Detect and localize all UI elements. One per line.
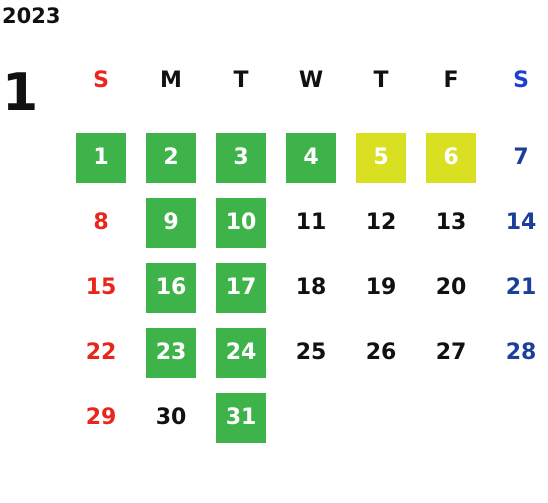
- calendar-day-7[interactable]: 7: [513, 145, 529, 170]
- calendar-cell: 7: [486, 125, 548, 190]
- calendar-cell: 11: [276, 190, 346, 255]
- calendar-cell: 15: [66, 255, 136, 320]
- calendar-day-2[interactable]: 2: [146, 132, 196, 183]
- calendar-day-3[interactable]: 3: [216, 132, 266, 183]
- calendar-day-18[interactable]: 18: [295, 275, 327, 300]
- calendar-cell: 12: [346, 190, 416, 255]
- calendar-cell: [346, 385, 416, 450]
- calendar-day-25[interactable]: 25: [295, 340, 327, 365]
- calendar-cell: 28: [486, 320, 548, 385]
- calendar-day-28[interactable]: 28: [505, 340, 537, 365]
- calendar-cell: 31: [206, 385, 276, 450]
- calendar-cell: 20: [416, 255, 486, 320]
- calendar-day-empty: [496, 393, 546, 443]
- weekday-header-wed: W: [298, 67, 324, 93]
- calendar-cell: 5: [346, 125, 416, 190]
- calendar-cell: 1: [66, 125, 136, 190]
- calendar-cell: 22: [66, 320, 136, 385]
- calendar-day-6[interactable]: 6: [426, 132, 476, 183]
- calendar-day-27[interactable]: 27: [435, 340, 467, 365]
- calendar-cell: 4: [276, 125, 346, 190]
- calendar-cell: 13: [416, 190, 486, 255]
- calendar-day-21[interactable]: 21: [505, 275, 537, 300]
- calendar-day-31[interactable]: 31: [216, 392, 266, 443]
- calendar-day-9[interactable]: 9: [146, 197, 196, 248]
- weekday-header-sat: S: [513, 67, 529, 93]
- calendar-day-29[interactable]: 29: [85, 405, 117, 430]
- calendar-cell: 29: [66, 385, 136, 450]
- weekday-header-tue: T: [233, 67, 249, 93]
- calendar-year: 2023: [2, 4, 61, 28]
- calendar-cell: 21: [486, 255, 548, 320]
- calendar-cell: 3: [206, 125, 276, 190]
- calendar-day-26[interactable]: 26: [365, 340, 397, 365]
- weekday-header-fri: F: [443, 67, 459, 93]
- calendar-cell: 24: [206, 320, 276, 385]
- calendar-cell: 19: [346, 255, 416, 320]
- calendar-cell: 10: [206, 190, 276, 255]
- calendar-cell: 25: [276, 320, 346, 385]
- calendar-cell: [276, 385, 346, 450]
- calendar-day-24[interactable]: 24: [216, 327, 266, 378]
- calendar-cell: 8: [66, 190, 136, 255]
- weekday-header-thu: T: [373, 67, 389, 93]
- calendar-day-15[interactable]: 15: [85, 275, 117, 300]
- weekday-header-sun: S: [93, 67, 109, 93]
- calendar-cell: 14: [486, 190, 548, 255]
- calendar-day-20[interactable]: 20: [435, 275, 467, 300]
- calendar-cell: [416, 385, 486, 450]
- calendar-day-8[interactable]: 8: [93, 210, 109, 235]
- calendar-day-17[interactable]: 17: [216, 262, 266, 313]
- calendar-day-13[interactable]: 13: [435, 210, 467, 235]
- calendar-cell: 2: [136, 125, 206, 190]
- calendar-month: 1: [2, 63, 39, 123]
- calendar-day-19[interactable]: 19: [365, 275, 397, 300]
- calendar-day-30[interactable]: 30: [155, 405, 187, 430]
- calendar-day-10[interactable]: 10: [216, 197, 266, 248]
- calendar-cell: 16: [136, 255, 206, 320]
- calendar-cell: [486, 385, 548, 450]
- calendar-day-empty: [356, 393, 406, 443]
- calendar-cell: 30: [136, 385, 206, 450]
- calendar-day-23[interactable]: 23: [146, 327, 196, 378]
- weekday-header-mon: M: [160, 67, 182, 93]
- calendar-day-16[interactable]: 16: [146, 262, 196, 313]
- calendar-day-empty: [426, 393, 476, 443]
- calendar-day-11[interactable]: 11: [295, 210, 327, 235]
- calendar-day-4[interactable]: 4: [286, 132, 336, 183]
- calendar-day-14[interactable]: 14: [505, 210, 537, 235]
- calendar-day-empty: [286, 393, 336, 443]
- calendar-day-22[interactable]: 22: [85, 340, 117, 365]
- calendar-cell: 26: [346, 320, 416, 385]
- calendar-cell: 6: [416, 125, 486, 190]
- calendar-cell: 17: [206, 255, 276, 320]
- calendar-cell: 18: [276, 255, 346, 320]
- calendar-cell: 23: [136, 320, 206, 385]
- calendar-day-5[interactable]: 5: [356, 132, 406, 183]
- calendar-day-1[interactable]: 1: [76, 132, 126, 183]
- calendar-cell: 9: [136, 190, 206, 255]
- calendar-day-12[interactable]: 12: [365, 210, 397, 235]
- calendar-cell: 27: [416, 320, 486, 385]
